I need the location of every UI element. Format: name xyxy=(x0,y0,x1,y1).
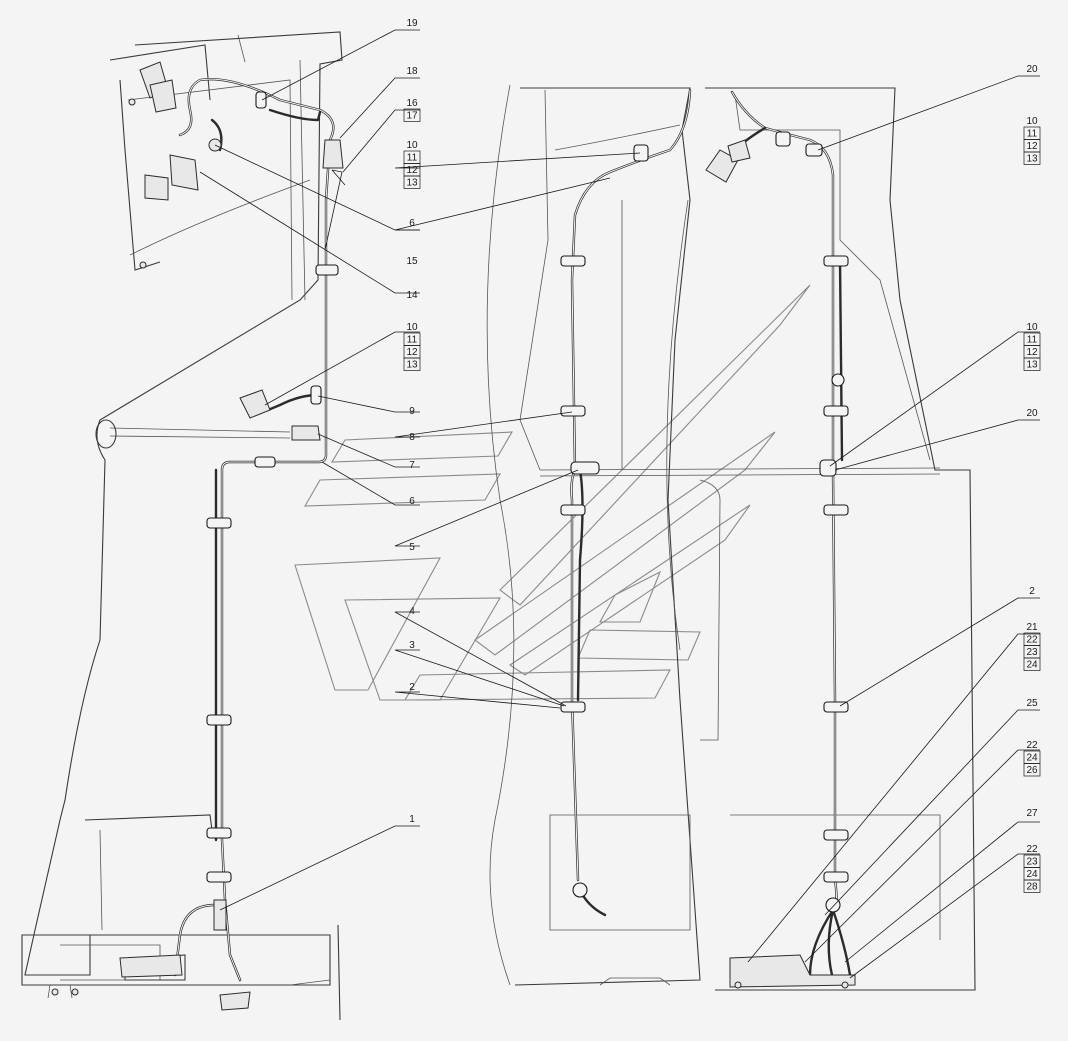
components xyxy=(51,61,856,1011)
callout-number: 13 xyxy=(1026,154,1038,165)
callout-box xyxy=(1023,657,1041,671)
callout-number: 24 xyxy=(1026,869,1038,880)
callout-number: 22 xyxy=(1026,635,1038,646)
callout-number: 12 xyxy=(406,165,418,176)
callout-number: 11 xyxy=(1027,129,1038,140)
callout-number: 28 xyxy=(1026,882,1038,893)
callout-number: 14 xyxy=(406,290,418,301)
callout-box xyxy=(1023,151,1041,165)
leader-lines xyxy=(199,29,1040,979)
callout-box xyxy=(403,108,421,122)
callout-number: 6 xyxy=(409,496,415,507)
callout-number: 13 xyxy=(1026,360,1038,371)
callout-box xyxy=(403,175,421,189)
callout-number: 8 xyxy=(409,432,415,443)
callout-number: 9 xyxy=(409,406,415,417)
callout-number: 20 xyxy=(1026,408,1038,419)
callout-number: 10 xyxy=(406,140,418,151)
callout-number: 10 xyxy=(1026,322,1038,333)
callout-number: 24 xyxy=(1026,660,1038,671)
callout-box xyxy=(1023,357,1041,371)
left-harness xyxy=(173,78,346,982)
callout-number: 6 xyxy=(409,218,415,229)
callout-number: 23 xyxy=(1026,647,1038,658)
callout-number: 5 xyxy=(409,542,415,553)
callout-number: 4 xyxy=(409,606,415,617)
callout-number: 3 xyxy=(409,640,415,651)
callout-number: 16 xyxy=(406,98,418,109)
callout-number: 27 xyxy=(1026,808,1038,819)
callout-number: 2 xyxy=(1029,586,1035,597)
callout-number: 19 xyxy=(406,18,418,29)
callout-number: 10 xyxy=(406,322,418,333)
clamps xyxy=(206,91,849,883)
callout-number: 1 xyxy=(409,814,415,825)
callout-number: 12 xyxy=(406,347,418,358)
watermark-logo xyxy=(294,284,811,701)
callout-number: 21 xyxy=(1026,622,1038,633)
callout-number: 11 xyxy=(407,335,418,346)
callout-number: 17 xyxy=(406,111,418,122)
callout-number: 11 xyxy=(407,153,418,164)
callout-number: 11 xyxy=(1027,335,1038,346)
right-harness-b xyxy=(730,90,852,977)
callout-number: 13 xyxy=(406,178,418,189)
callout-number: 26 xyxy=(1026,765,1038,776)
callout-number: 15 xyxy=(406,256,418,267)
callout-number: 7 xyxy=(409,460,415,471)
right-view-outline xyxy=(486,84,976,991)
callout-labels: 1918161720101112131011121361514101112131… xyxy=(403,18,1041,893)
callout-number: 20 xyxy=(1026,64,1038,75)
callout-box xyxy=(1023,879,1041,893)
callout-number: 12 xyxy=(1026,347,1038,358)
callout-number: 22 xyxy=(1026,740,1038,751)
callout-number: 23 xyxy=(1026,857,1038,868)
callout-number: 24 xyxy=(1026,753,1038,764)
callout-number: 22 xyxy=(1026,844,1038,855)
callout-number: 2 xyxy=(409,682,415,693)
callout-number: 18 xyxy=(406,66,418,77)
callout-number: 10 xyxy=(1026,116,1038,127)
callout-number: 25 xyxy=(1026,698,1038,709)
callout-box xyxy=(1023,763,1041,777)
callout-box xyxy=(403,357,421,371)
callout-number: 13 xyxy=(406,360,418,371)
callout-number: 12 xyxy=(1026,141,1038,152)
